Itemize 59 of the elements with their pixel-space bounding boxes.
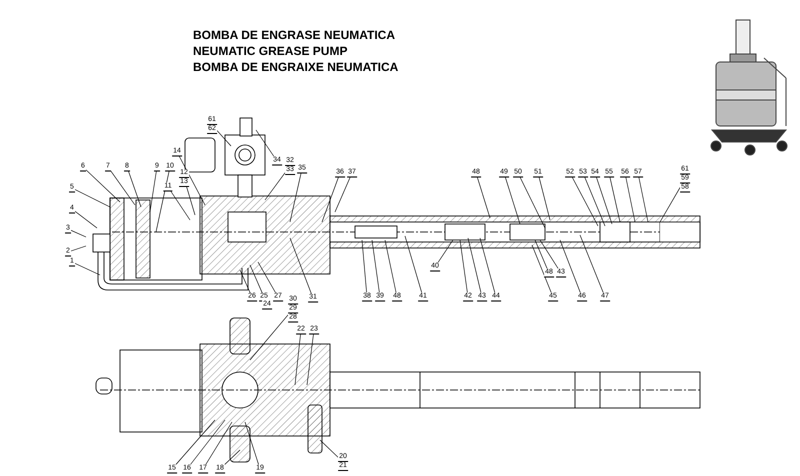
leader-line bbox=[110, 170, 136, 206]
leader-line bbox=[372, 240, 380, 293]
leader-line bbox=[320, 440, 338, 458]
leader-line bbox=[505, 177, 520, 224]
leader-line bbox=[224, 450, 240, 465]
leader-line bbox=[70, 230, 86, 238]
leader-line bbox=[596, 177, 612, 224]
heading-text: BOMBA DE ENGRASE NEUMATICA bbox=[193, 27, 396, 43]
leader-line bbox=[322, 177, 339, 222]
leader-line bbox=[306, 334, 314, 386]
leader-line bbox=[74, 263, 100, 276]
leader-line bbox=[70, 246, 86, 252]
leader-line bbox=[460, 240, 468, 293]
leader-line bbox=[128, 171, 142, 208]
leader-line bbox=[520, 177, 546, 228]
leader-line bbox=[176, 420, 216, 465]
leader-line bbox=[468, 238, 482, 293]
leader-line bbox=[626, 177, 636, 222]
leader-line bbox=[384, 240, 396, 293]
leader-line bbox=[250, 264, 262, 293]
leader-line bbox=[294, 334, 301, 386]
leader-line bbox=[334, 177, 350, 212]
leader-line bbox=[216, 130, 232, 146]
heading-text: NEUMATIC GREASE PUMP bbox=[193, 43, 348, 59]
heading-text: BOMBA DE ENGRAIXE NEUMATICA bbox=[193, 59, 398, 75]
leader-line bbox=[580, 234, 604, 293]
leader-line bbox=[584, 177, 606, 226]
leader-line bbox=[538, 177, 550, 220]
leader-line bbox=[240, 270, 250, 293]
leader-line bbox=[205, 422, 232, 465]
leader-line bbox=[610, 177, 620, 222]
leader-line bbox=[74, 189, 110, 208]
leader-line bbox=[264, 172, 286, 200]
leader-line bbox=[186, 186, 196, 216]
leader-line bbox=[179, 156, 206, 206]
leader-line bbox=[250, 314, 288, 360]
leader-line bbox=[532, 244, 552, 293]
leader-line bbox=[660, 187, 680, 222]
leader-line bbox=[540, 240, 558, 269]
leader-line bbox=[258, 262, 276, 293]
leader-line bbox=[404, 236, 422, 293]
leader-line bbox=[362, 240, 367, 293]
leader-line bbox=[156, 171, 170, 232]
leader-line bbox=[477, 177, 490, 218]
leader-line bbox=[74, 210, 98, 228]
leader-line bbox=[190, 420, 226, 465]
leader-line bbox=[638, 177, 648, 222]
leader-line bbox=[534, 240, 548, 269]
leader-line bbox=[150, 171, 157, 212]
leader-line bbox=[290, 238, 312, 294]
leader-line bbox=[560, 240, 581, 293]
leader-line bbox=[86, 170, 120, 202]
leader-line bbox=[572, 177, 598, 226]
leader-line bbox=[256, 130, 274, 157]
leader-line bbox=[170, 191, 190, 220]
leader-line bbox=[438, 240, 454, 263]
leader-line bbox=[244, 422, 259, 465]
leader-line bbox=[480, 238, 496, 293]
leader-line bbox=[290, 173, 302, 222]
